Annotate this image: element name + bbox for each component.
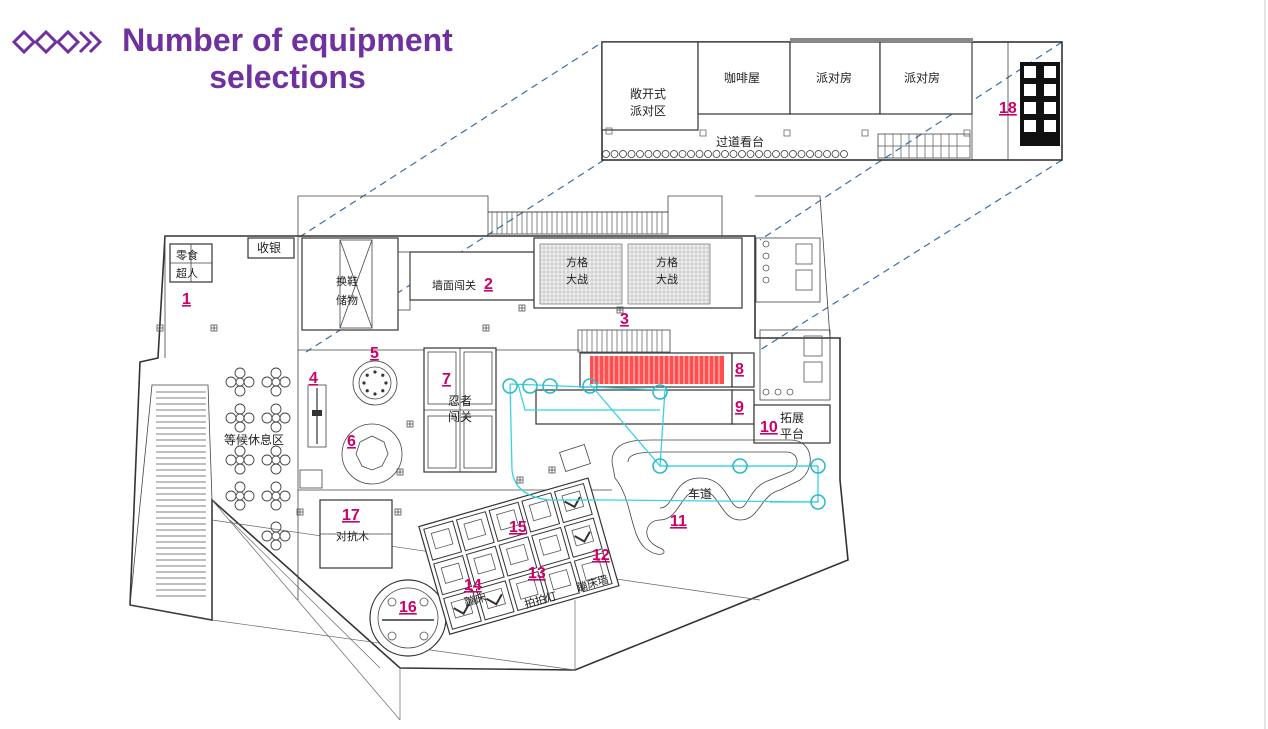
label-waiting-area: 等候休息区 [224,432,284,447]
equipment-number-11: 11 [670,513,687,530]
equipment-number-12: 12 [592,547,610,564]
equipment-number-7: 7 [442,371,451,388]
equipment-number-10: 10 [760,419,778,436]
label-storage-1: 换鞋 [336,274,358,288]
equipment-numbers: 1 2 3 4 5 6 7 8 9 10 11 12 13 14 15 16 1… [182,100,1017,616]
upper-floor-plan [601,38,1063,161]
label-grid-b-1: 方格 [656,255,678,269]
equipment-number-4: 4 [309,370,318,387]
label-track: 车道 [688,486,712,501]
equipment-number-13: 13 [528,565,546,582]
equipment-number-5: 5 [370,345,379,362]
label-expansion-1: 拓展 [780,411,804,425]
equipment-number-2: 2 [484,276,493,293]
equipment-number-14: 14 [464,577,482,594]
label-open-party-2: 派对区 [630,104,666,118]
equipment-number-17: 17 [342,507,360,524]
label-game-c: 蹦床 [463,590,488,610]
slide-title: Number of equipment selections [122,22,453,95]
label-expansion-2: 平台 [780,426,804,441]
label-ninja-1: 忍者 [448,394,472,408]
equipment-number-9: 9 [735,399,744,416]
equipment-number-15: 15 [509,519,527,536]
label-party-2: 派对房 [904,70,940,85]
label-grid-a-2: 大战 [566,272,588,286]
label-aisle-stand: 过道看台 [716,134,764,149]
label-grid-a-1: 方格 [566,255,588,269]
label-battle-wood: 对抗木 [336,529,369,543]
label-cashier: 收银 [257,241,281,255]
label-cafe: 咖啡屋 [724,70,760,85]
label-storage-2: 储物 [336,293,358,307]
label-wall-challenge: 墙面闯关 [432,278,476,292]
label-snack-2: 超人 [176,266,198,280]
equipment-number-18: 18 [999,100,1017,117]
equipment-number-1: 1 [182,291,191,308]
projection-lines [297,41,1063,353]
label-grid-b-2: 大战 [656,272,678,286]
cyan-route-lines [509,383,819,503]
equipment-number-8: 8 [735,361,744,378]
equipment-number-16: 16 [399,599,417,616]
label-open-party-1: 敞开式 [630,86,666,101]
label-ninja-2: 闯关 [448,409,472,424]
chevron-chain-icon [11,29,103,55]
equipment-number-6: 6 [347,433,356,450]
label-snack-1: 零食 [176,248,198,262]
label-party-1: 派对房 [816,70,852,85]
equipment-number-3: 3 [620,311,629,328]
main-floor-walls [129,195,849,721]
